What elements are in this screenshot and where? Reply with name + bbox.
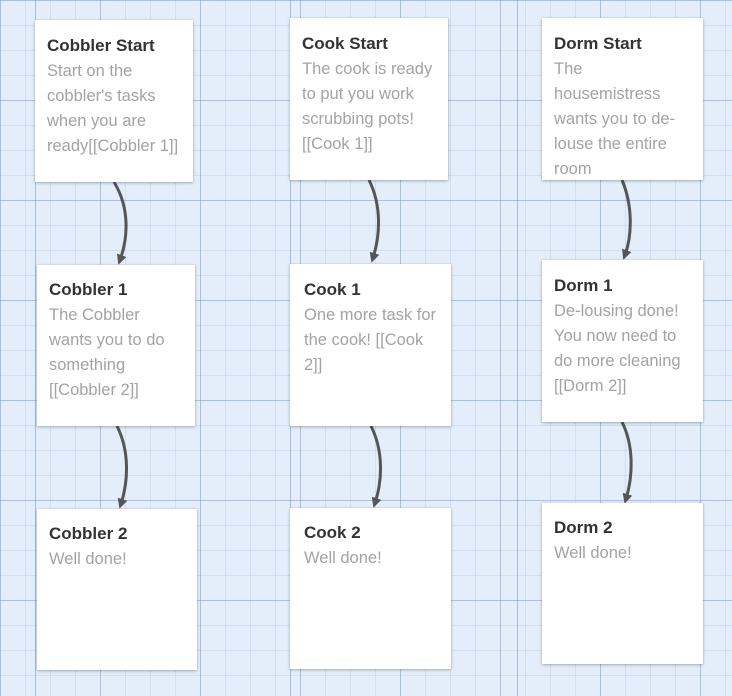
passage-card-dorm-1[interactable]: Dorm 1 De-lousing done! You now need to … bbox=[542, 260, 703, 422]
passage-card-cook-1[interactable]: Cook 1 One more task for the cook! [[Coo… bbox=[290, 264, 451, 426]
passage-card-dorm-start[interactable]: Dorm Start The housemistress wants you t… bbox=[542, 18, 703, 180]
passage-title: Cook 2 bbox=[304, 523, 361, 542]
passage-excerpt: Well done! bbox=[49, 550, 127, 568]
passage-card-cobbler-2[interactable]: Cobbler 2 Well done! bbox=[37, 509, 197, 670]
passage-excerpt: The cook is ready to put you work scrubb… bbox=[302, 60, 433, 153]
link-arrow-cook-1-to-cook-2 bbox=[369, 425, 382, 508]
passage-excerpt: De-lousing done! You now need to do more… bbox=[554, 302, 681, 395]
passage-card-cook-start[interactable]: Cook Start The cook is ready to put you … bbox=[290, 18, 448, 180]
passage-excerpt: The housemistress wants you to de-louse … bbox=[554, 60, 676, 178]
passage-excerpt: Start on the cobbler's tasks when you ar… bbox=[47, 62, 179, 155]
link-arrow-cobbler-1-to-cobbler-2 bbox=[115, 425, 128, 509]
passage-title: Dorm 1 bbox=[554, 276, 613, 295]
grid-divider bbox=[35, 0, 36, 696]
link-arrow-cook-start-to-cook-1 bbox=[367, 179, 380, 263]
passage-card-cobbler-1[interactable]: Cobbler 1 The Cobbler wants you to do so… bbox=[37, 265, 195, 426]
passage-title: Cook 1 bbox=[304, 280, 361, 299]
passage-excerpt: The Cobbler wants you to do something [[… bbox=[49, 306, 165, 399]
passage-title: Cobbler 2 bbox=[49, 524, 128, 543]
grid-divider bbox=[517, 0, 518, 696]
link-arrow-cobbler-start-to-cobbler-1 bbox=[112, 181, 128, 265]
passage-title: Dorm 2 bbox=[554, 518, 613, 537]
link-arrow-dorm-start-to-dorm-1 bbox=[620, 179, 632, 260]
passage-card-dorm-2[interactable]: Dorm 2 Well done! bbox=[542, 503, 703, 664]
passage-card-cook-2[interactable]: Cook 2 Well done! bbox=[290, 508, 451, 669]
passage-excerpt: Well done! bbox=[554, 544, 632, 562]
passage-title: Dorm Start bbox=[554, 34, 642, 53]
passage-excerpt: Well done! bbox=[304, 549, 382, 567]
passage-title: Cobbler 1 bbox=[49, 280, 128, 299]
passage-card-cobbler-start[interactable]: Cobbler Start Start on the cobbler's tas… bbox=[35, 20, 193, 182]
passage-excerpt: One more task for the cook! [[Cook 2]] bbox=[304, 306, 437, 374]
link-arrow-dorm-1-to-dorm-2 bbox=[620, 421, 633, 504]
passage-title: Cobbler Start bbox=[47, 36, 155, 55]
passage-title: Cook Start bbox=[302, 34, 388, 53]
